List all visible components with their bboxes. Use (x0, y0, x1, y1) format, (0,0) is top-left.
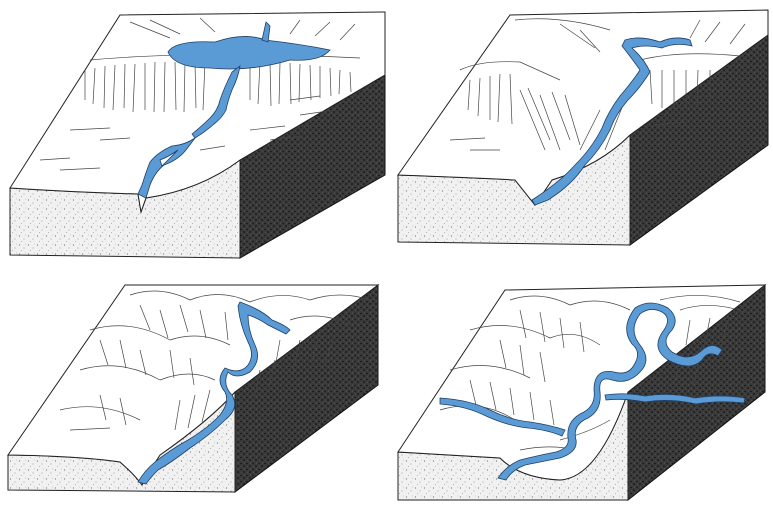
panel-stage-2 (398, 10, 768, 245)
panel-stage-4 (398, 285, 765, 500)
panel-stage-1 (10, 12, 385, 258)
panel-stage-3 (8, 285, 378, 492)
